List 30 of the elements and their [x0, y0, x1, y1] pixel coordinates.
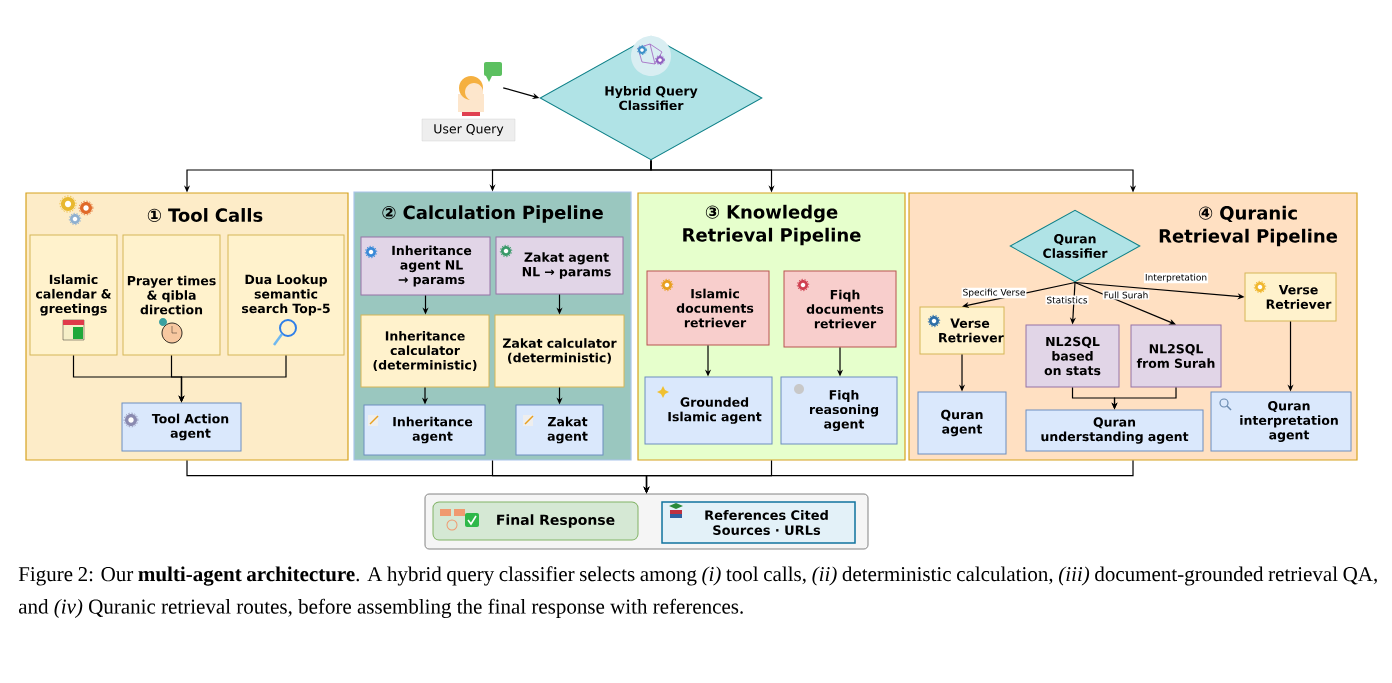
agent-box: Grounded Islamic agent [644, 376, 773, 445]
caption: Figure 2: Our multi-agent architecture. A hybrid query classifier selects among (i) tool calls, (ii) deterministic calculation, (iii) document-grounded retrieval QA, and (iv) Quranic retrieval routes, before assembling the final response with references. [18, 566, 1377, 619]
edge-label: Interpretation [1143, 272, 1209, 284]
edge-label: Statistics [1045, 295, 1089, 305]
agent-box: Fiqh reasoning agent [780, 376, 898, 445]
input-label: User Query [421, 118, 516, 142]
agent-box: Zakat agent [515, 404, 604, 456]
tool-box: Dua Lookup semantic search Top-5 [227, 234, 345, 356]
tool-box: Islamic calendar & greetings [29, 234, 118, 356]
edge-label: Specific Verse [961, 287, 1027, 299]
agent-box: Quran interpretation agent [1210, 391, 1352, 452]
agent-box: Inheritance agent [363, 404, 486, 456]
response-box: Final Response [432, 501, 639, 541]
retriever-box: Islamic documents retriever [646, 270, 770, 346]
query-box: NL2SQL based on stats [1025, 324, 1120, 388]
query-box: NL2SQL from Surah [1130, 324, 1222, 388]
agent-box: Tool Action agent [121, 402, 242, 452]
retriever-box: Verse Retriever [1244, 272, 1337, 322]
retriever-box: Verse Retriever [919, 306, 1005, 355]
arrow [1074, 281, 1176, 325]
calculator-box: Zakat calculator (deterministic) [494, 314, 625, 388]
agent-box: Zakat agent NL → params [495, 236, 624, 295]
agent-box: Inheritance agent NL → params [360, 236, 491, 296]
agent-box: Quran agent [917, 391, 1007, 455]
agent-box: Quran understanding agent [1025, 409, 1204, 452]
references-box: References Cited Sources · URLs [661, 501, 856, 544]
edge-label: Full Surah [1102, 290, 1150, 300]
calculator-box: Inheritance calculator (deterministic) [360, 314, 490, 388]
tool-box: Prayer times & qibla direction [122, 234, 221, 356]
retriever-box: Fiqh documents retriever [783, 270, 897, 348]
